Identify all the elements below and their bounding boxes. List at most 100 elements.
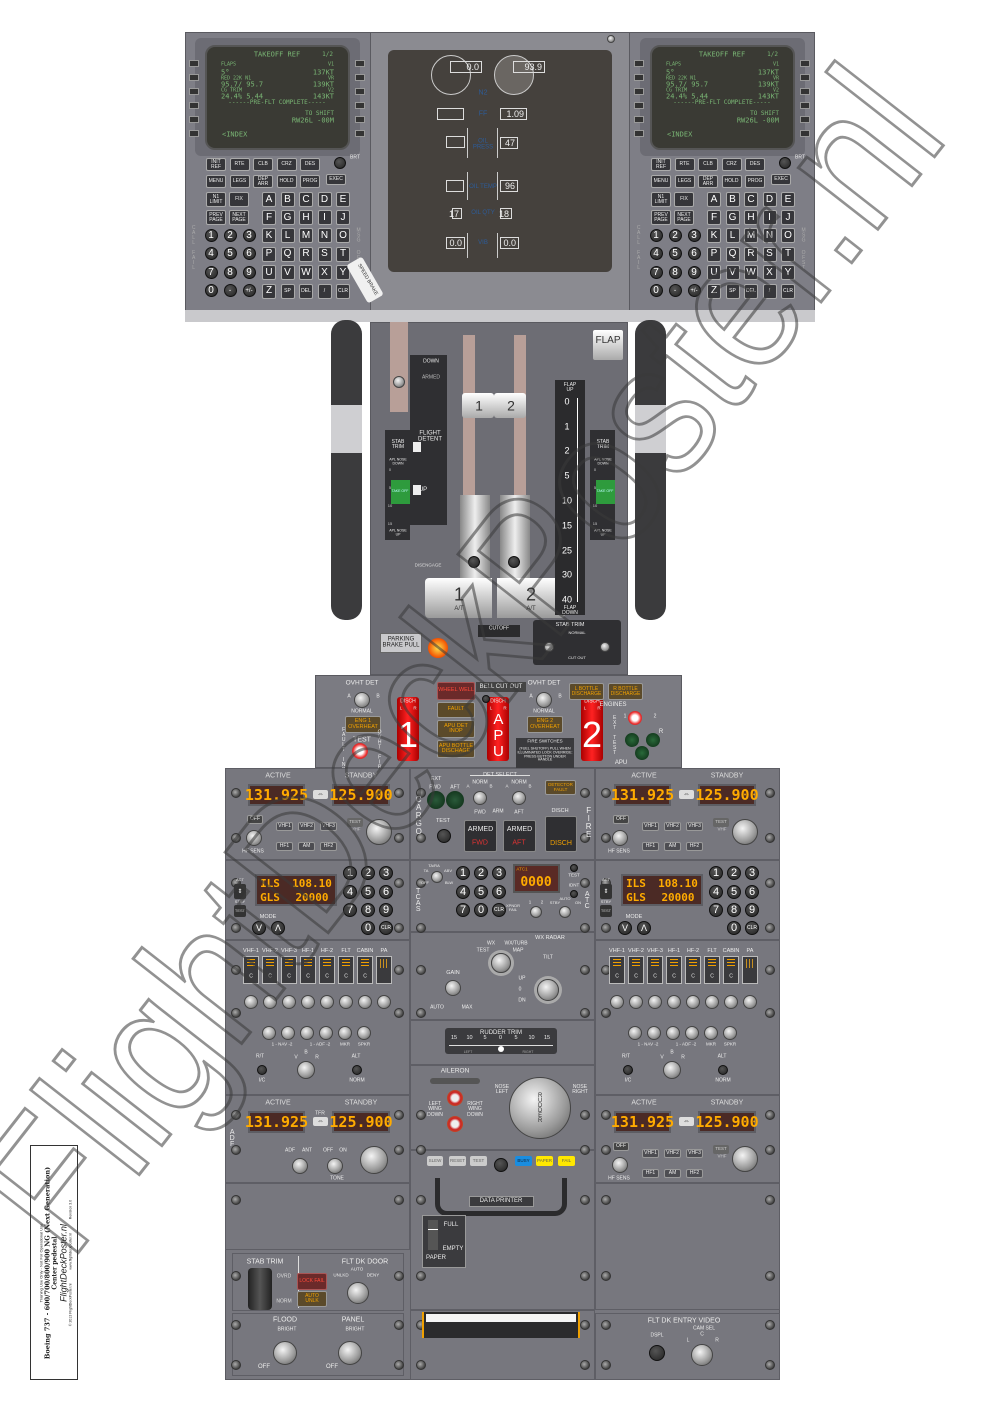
line-select-key-right[interactable] [355, 88, 365, 95]
nav-keypad-key-right[interactable]: 5 [727, 884, 741, 899]
cdu-key-left[interactable]: PREV PAGE [206, 210, 226, 225]
ovht-det-switch-2[interactable] [536, 692, 552, 708]
transponder-key[interactable]: 4 [456, 884, 470, 899]
nav-receiver-knob-right[interactable] [628, 1026, 642, 1040]
cdu-key-right[interactable]: MENU [651, 175, 671, 188]
line-select-key-right[interactable] [355, 60, 365, 67]
flood-light-knob[interactable] [273, 1341, 297, 1365]
exec-key-right[interactable]: EXEC [771, 174, 791, 185]
nav-receiver-knob-left[interactable] [281, 1026, 295, 1040]
line-select-key-right[interactable] [800, 88, 810, 95]
trim-wheel-left[interactable] [331, 320, 362, 620]
printer-slew-button[interactable]: SLEW [427, 1156, 443, 1166]
receiver-volume-knob-right[interactable] [743, 995, 757, 1009]
thrust-lever-2[interactable] [494, 393, 526, 418]
nav-receiver-knob-left[interactable] [338, 1026, 352, 1040]
cargo-arm-fwd-button[interactable]: ARMED [464, 820, 497, 852]
tilt-knob[interactable] [537, 979, 559, 1001]
nav-keypad-key-left[interactable]: 8 [361, 903, 375, 917]
nav-test-button-right[interactable]: TEST [600, 905, 612, 917]
cargo-fire-test-button[interactable] [437, 829, 451, 843]
transponder-mode-knob[interactable] [559, 906, 571, 918]
cdu-letter-key-left[interactable]: T [336, 246, 350, 262]
radio-mode-button-vhf-third[interactable]: VHF3 [686, 1149, 703, 1158]
cdu-number-key-right[interactable]: 5 [668, 247, 682, 260]
cdu-letter-key-left[interactable]: M [299, 228, 313, 243]
cdu-letter-key-left[interactable]: B [280, 192, 295, 207]
adf-mode-knob[interactable] [292, 1158, 308, 1174]
receiver-volume-knob-right[interactable] [610, 995, 624, 1009]
line-select-key-right[interactable] [355, 116, 365, 123]
nav-keypad-key-left[interactable]: 7 [343, 903, 357, 917]
cdu-letter-key-right[interactable]: Y [781, 265, 795, 280]
radio-test-button-vhf-right[interactable]: TEST [713, 818, 729, 827]
thrust-lever-handle-2[interactable] [497, 578, 565, 618]
lock-fail-light[interactable]: LOCK FAIL [297, 1273, 327, 1290]
rudder-trim-knob[interactable] [509, 1077, 571, 1139]
cdu-number-key-right[interactable]: 6 [687, 247, 701, 260]
nav-keypad-key-left[interactable]: 4 [343, 884, 357, 899]
cdu-letter-key-left[interactable]: O [336, 228, 350, 243]
cdu-number-key-left[interactable]: · [223, 284, 237, 297]
wx-mode-knob[interactable] [491, 953, 511, 973]
cdu-letter-key-right[interactable]: C [744, 192, 758, 207]
receiver-volume-knob-right[interactable] [686, 995, 700, 1009]
radio-mode-button-vhf-left[interactable]: AM [298, 842, 315, 851]
flap-lever-knob[interactable] [593, 330, 623, 360]
printer-test-button[interactable]: TEST [470, 1156, 487, 1166]
adf-frequency-knob[interactable] [360, 1146, 388, 1174]
radio-mode-button-vhf-left[interactable]: HF1 [276, 842, 293, 851]
frequency-select-knob-vhf-left[interactable] [366, 819, 392, 845]
cdu-number-key-left[interactable]: 9 [242, 265, 256, 279]
cdu-key-right[interactable]: CRZ [721, 158, 742, 171]
cdu-letter-key-right[interactable]: / [762, 283, 777, 299]
stab-trim-main-elec-switch[interactable] [544, 642, 554, 652]
act-stby-swap-button-left[interactable]: ⇕ [234, 884, 246, 899]
cdu-key-right[interactable]: PROG [745, 175, 765, 188]
nav-receiver-knob-right[interactable] [723, 1026, 737, 1040]
cdu-key-left[interactable]: RTE [229, 158, 250, 171]
cdu-key-right[interactable]: FIX [674, 192, 694, 207]
cdu-letter-key-right[interactable]: SP [725, 283, 740, 299]
cdu-letter-key-left[interactable]: G [280, 210, 295, 225]
radio-mode-button-vhf-third[interactable]: AM [664, 1169, 681, 1178]
mode-up-button-right[interactable]: Λ [637, 921, 651, 935]
receiver-volume-knob-right[interactable] [667, 995, 681, 1009]
transponder-key[interactable]: 6 [492, 884, 506, 899]
nav-keypad-key-left[interactable]: 6 [379, 884, 393, 899]
cdu-number-key-left[interactable]: 6 [242, 247, 256, 260]
receiver-volume-knob-left[interactable] [301, 995, 315, 1009]
cdu-letter-key-right[interactable]: F [707, 210, 721, 225]
bell-cut-out-button[interactable] [482, 695, 490, 703]
engine-fire-handle-apu[interactable] [487, 697, 509, 761]
nav-keypad-key-left[interactable]: 9 [379, 903, 393, 917]
ident-button[interactable] [570, 890, 578, 898]
exec-key-left[interactable]: EXEC [326, 174, 346, 185]
line-select-key-right[interactable] [355, 102, 365, 109]
r-bottle-discharge-light[interactable]: R BOTTLE DISCHARGE [608, 683, 643, 700]
cdu-letter-key-right[interactable]: V [725, 265, 740, 280]
cdu-letter-key-left[interactable]: Q [280, 246, 295, 262]
cdu-key-right[interactable]: N1 LIMIT [651, 192, 671, 207]
cdu-key-right[interactable]: DEP ARR [698, 175, 718, 188]
line-select-key-left[interactable] [189, 60, 199, 67]
det-select-fwd-knob[interactable] [473, 791, 487, 805]
cdu-number-key-right[interactable]: 4 [649, 247, 663, 260]
line-select-key-right[interactable] [355, 130, 365, 137]
line-select-key-right[interactable] [800, 74, 810, 81]
eng1-overheat-light[interactable]: ENG 1 OVERHEAT [345, 716, 381, 733]
nav-receiver-knob-right[interactable] [666, 1026, 680, 1040]
speed-brake-lever[interactable] [390, 322, 408, 412]
cdu-letter-key-right[interactable]: T [781, 246, 795, 262]
video-display-button[interactable] [649, 1345, 665, 1361]
radio-mode-button-vhf-left[interactable]: VHF2 [298, 822, 315, 831]
mode-up-button-left[interactable]: Λ [271, 921, 285, 935]
radio-mode-button-vhf-left[interactable]: HF2 [320, 842, 337, 851]
cdu-key-left[interactable]: N1 LIMIT [206, 192, 226, 207]
transponder-key[interactable]: 5 [474, 884, 488, 899]
cdu-letter-key-left[interactable]: D [317, 192, 332, 207]
auto-unlk-light[interactable]: AUTO UNLK [297, 1291, 327, 1307]
receiver-volume-knob-right[interactable] [648, 995, 662, 1009]
line-select-key-left[interactable] [189, 74, 199, 81]
flight-deck-door-knob[interactable] [347, 1282, 369, 1304]
